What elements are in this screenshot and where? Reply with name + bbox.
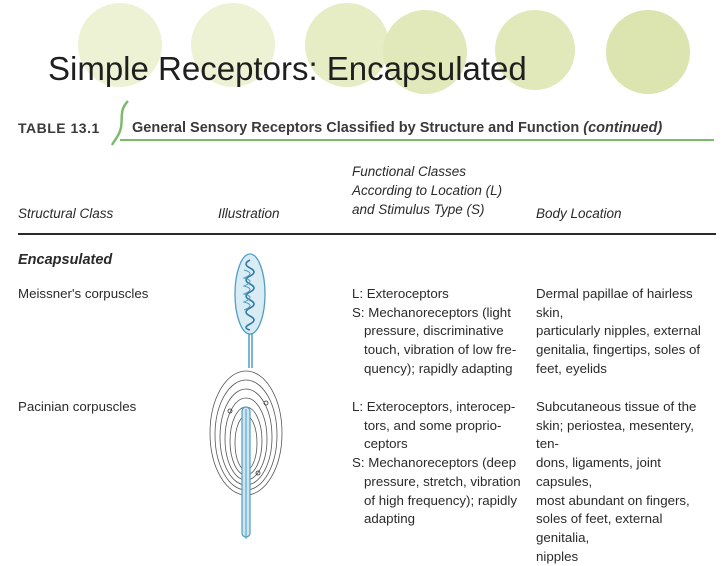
header-functional-line3: and Stimulus Type (S) — [352, 202, 485, 217]
row-pacinian-function: L: Exteroceptors, interocep- tors, and s… — [352, 398, 521, 529]
loc-line: skin; periostea, mesentery, ten- — [536, 417, 694, 452]
pacinian-corpuscle-illustration — [209, 370, 283, 539]
loc-line: feet, eyelids — [536, 360, 607, 376]
header-functional-classes: Functional Classes According to Location… — [352, 162, 502, 219]
header-body-location: Body Location — [536, 206, 622, 221]
loc-line: Dermal papillae of hairless skin, — [536, 286, 693, 320]
slide-title: Simple Receptors: Encapsulated — [48, 50, 527, 87]
loc-line: dons, ligaments, joint capsules, — [536, 455, 661, 489]
row-meissner-function: L: Exteroceptors S: Mechanoreceptors (li… — [352, 285, 516, 379]
header-functional-line1: Functional Classes — [352, 164, 467, 179]
table-caption: General Sensory Receptors Classified by … — [132, 120, 662, 136]
func-line: pressure, stretch, vibration — [364, 473, 521, 489]
header-illustration: Illustration — [218, 206, 280, 221]
func-line: tors, and some proprio- — [364, 417, 502, 433]
section-label-encapsulated: Encapsulated — [18, 252, 113, 268]
loc-line: nipples — [536, 548, 579, 564]
func-line: L: Exteroceptors — [352, 286, 449, 301]
loc-line: particularly nipples, external — [536, 323, 701, 339]
table-caption-text: General Sensory Receptors Classified by … — [132, 120, 580, 136]
func-line: L: Exteroceptors, interocep- — [352, 399, 516, 414]
caption-underline — [120, 139, 714, 141]
func-line: ceptors — [364, 436, 408, 452]
func-line: of high frequency); rapidly — [364, 492, 517, 508]
func-line: pressure, discriminative — [364, 323, 504, 339]
row-pacinian-location: Subcutaneous tissue of the skin; periost… — [536, 398, 718, 566]
func-line: S: Mechanoreceptors (deep — [352, 455, 517, 471]
decorative-circles — [78, 3, 690, 94]
loc-line: most abundant on fingers, — [536, 492, 690, 508]
loc-line: genitalia, fingertips, soles of — [536, 342, 701, 358]
green-curl-decoration — [110, 100, 129, 146]
loc-line: Subcutaneous tissue of the — [536, 399, 697, 414]
table-figure: TABLE 13.1 General Sensory Receptors Cla… — [10, 95, 718, 564]
loc-line: soles of feet, external genitalia, — [536, 511, 663, 545]
row-meissner-location: Dermal papillae of hairless skin, partic… — [536, 285, 718, 379]
header-functional-line2: According to Location (L) — [352, 183, 503, 198]
table-number: TABLE 13.1 — [18, 120, 100, 136]
row-pacinian-name: Pacinian corpuscles — [18, 399, 137, 414]
func-line: S: Mechanoreceptors (light — [352, 304, 511, 320]
header-structural-class: Structural Class — [18, 206, 114, 221]
header-rule — [18, 233, 716, 235]
row-meissner-name: Meissner's corpuscles — [18, 286, 149, 301]
meissner-corpuscle-illustration — [234, 253, 266, 368]
func-line: adapting — [364, 511, 416, 527]
table-caption-suffix: (continued) — [583, 120, 663, 136]
func-line: quency); rapidly adapting — [364, 360, 513, 376]
func-line: touch, vibration of low fre- — [364, 342, 517, 358]
